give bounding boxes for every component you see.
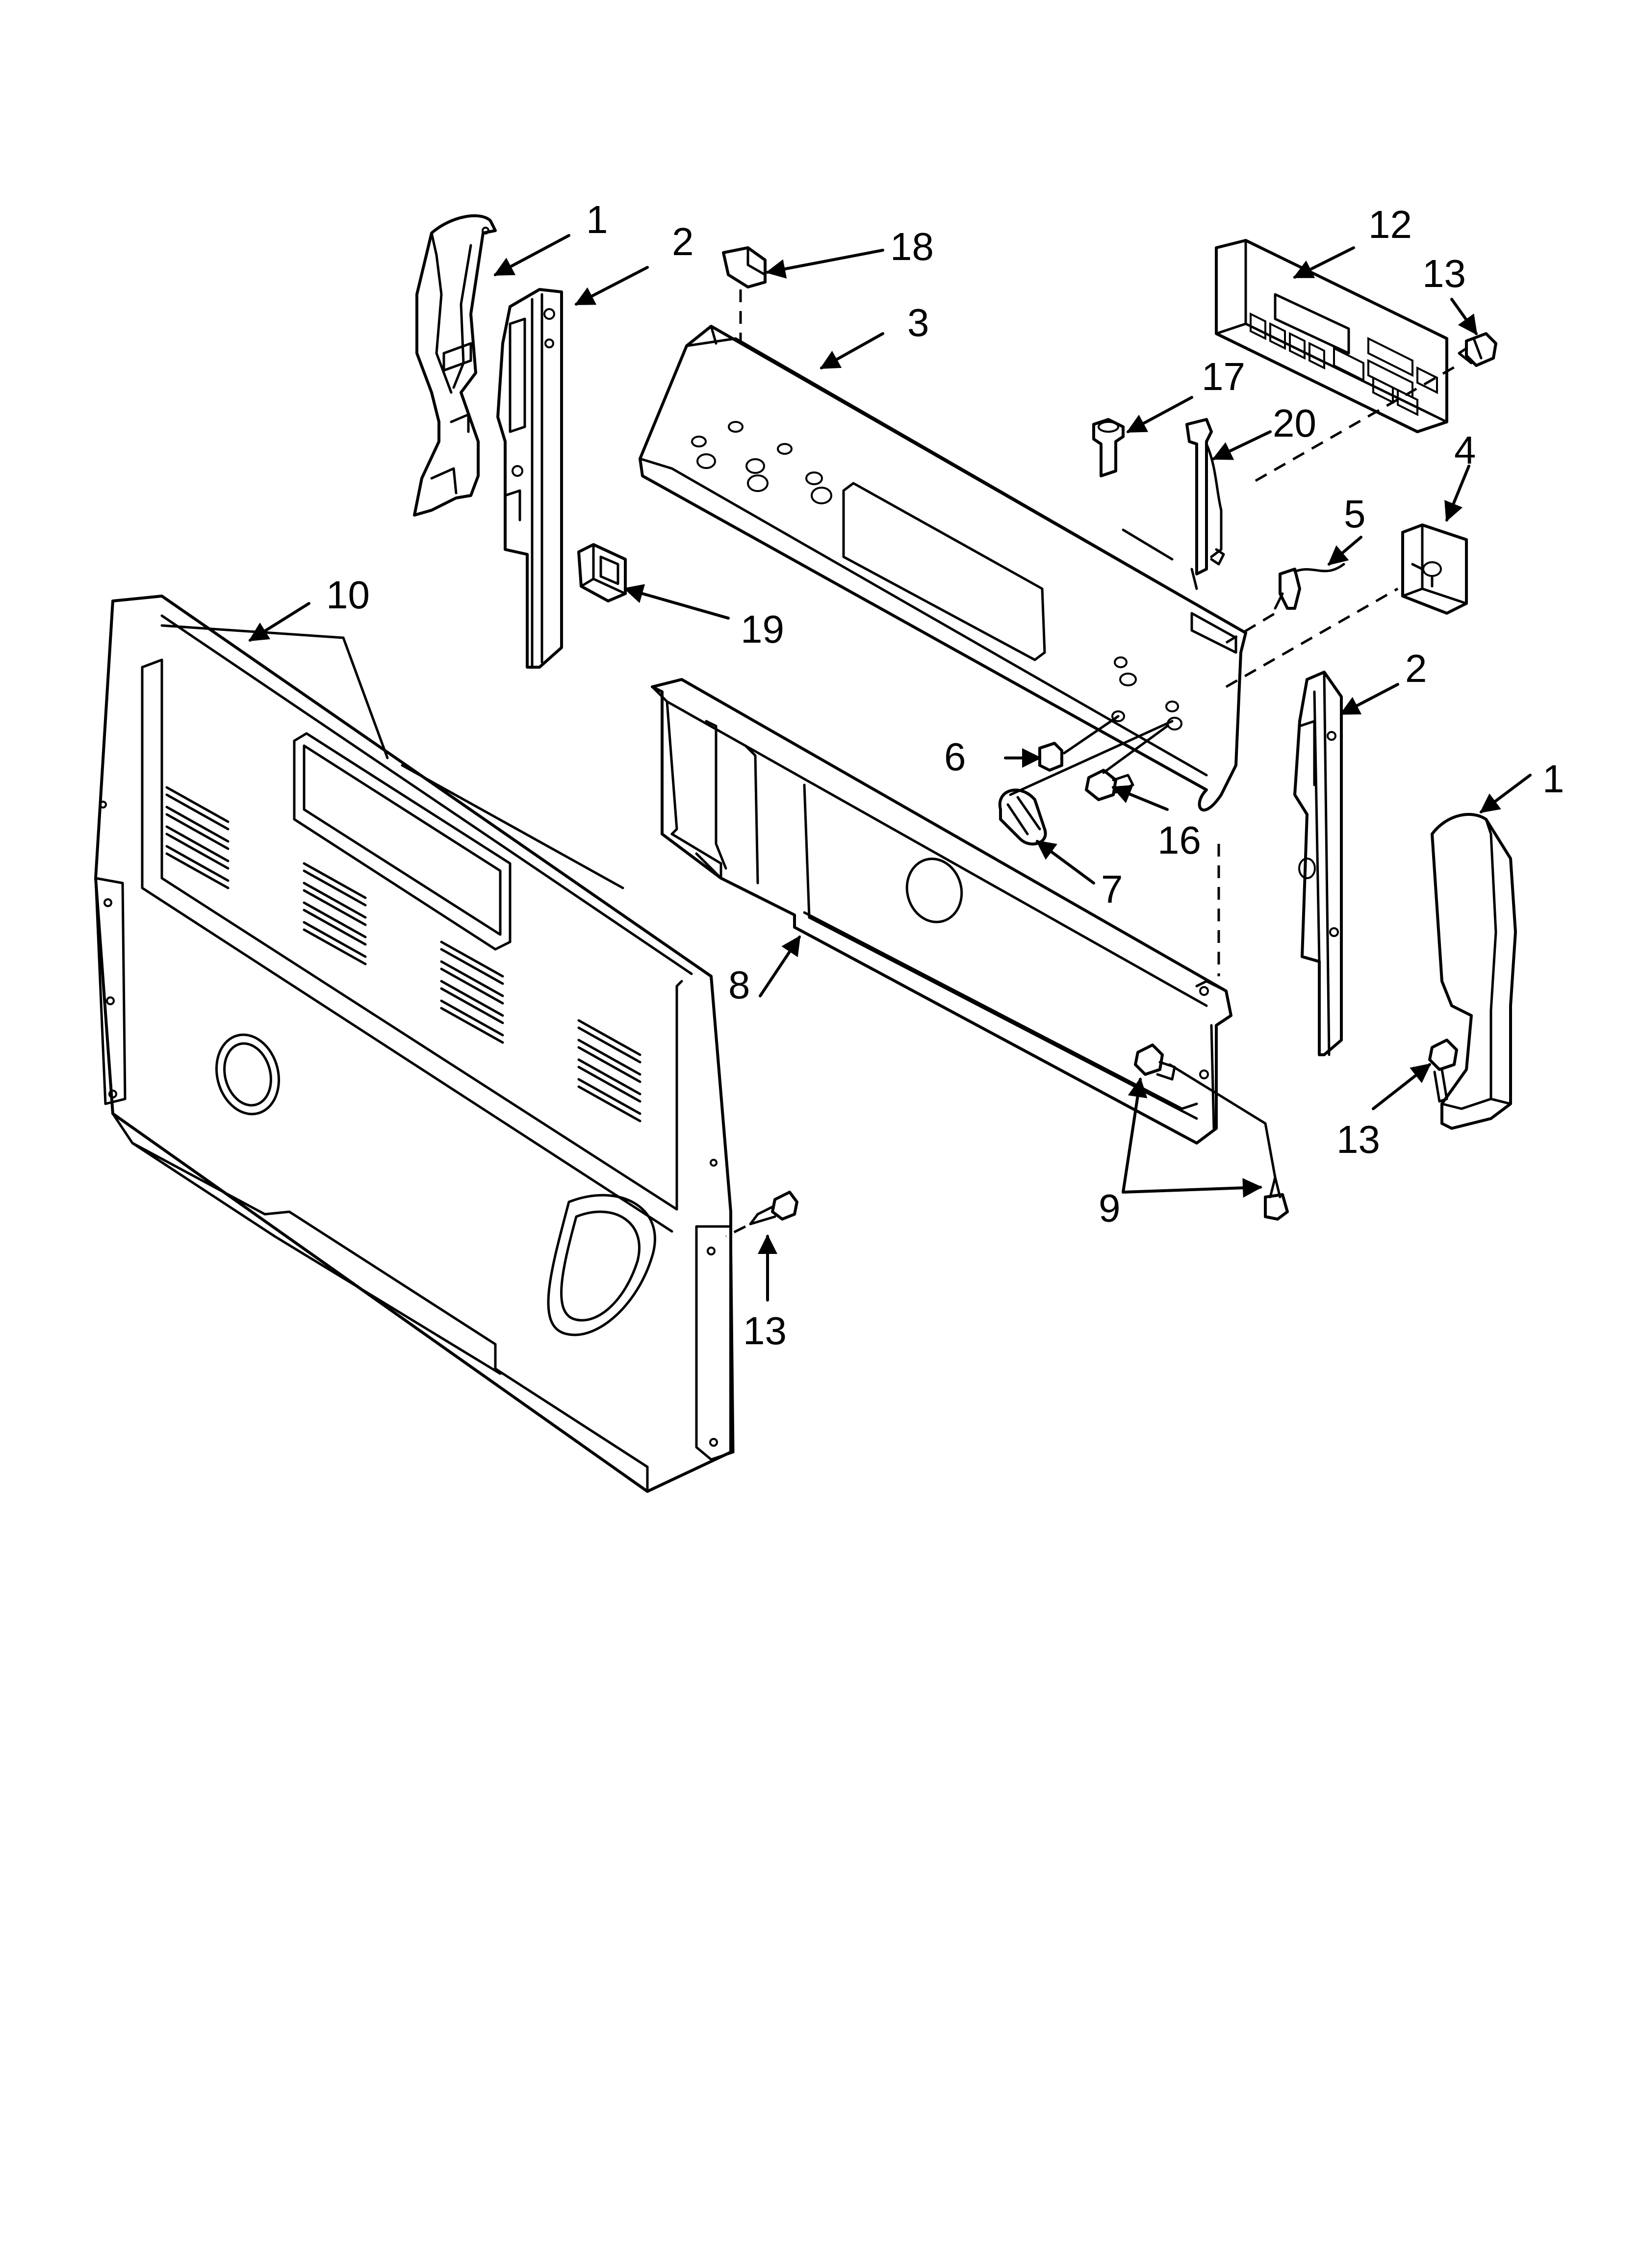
plug-part-6 — [1038, 742, 1063, 772]
screw-bottom-left-part-13 — [749, 1191, 798, 1225]
dashline-4-to-panel — [1225, 587, 1399, 688]
link-line-6 — [1063, 715, 1120, 755]
callout-7: 7 — [1101, 867, 1123, 911]
panel-holes — [691, 421, 1182, 730]
callout-5: 5 — [1344, 492, 1366, 536]
screw-part-16 — [1085, 769, 1134, 801]
knob-part-7 — [998, 788, 1047, 846]
link-line-9 — [1168, 1063, 1277, 1179]
screws-part-9 — [1134, 1043, 1289, 1221]
link-line-16 — [1102, 725, 1169, 774]
electronic-control-part-12 — [1215, 239, 1448, 433]
screw-top-right-part-13 — [1458, 332, 1497, 367]
switch-part-18 — [722, 246, 767, 288]
manifold-panel-part-8 — [651, 678, 1232, 1145]
louvers-center-right — [440, 940, 504, 1044]
end-cap-right-part-1 — [1431, 813, 1517, 1130]
control-panel-part-3 — [639, 325, 1247, 812]
infinite-switch-part-4 — [1401, 523, 1468, 615]
callout-16: 16 — [1157, 818, 1201, 862]
dashline-12-to-13 — [1255, 362, 1462, 482]
callout-17: 17 — [1202, 355, 1245, 398]
wire-switch-part-5 — [1274, 563, 1345, 610]
callout-1-left: 1 — [586, 198, 608, 241]
link-line-17-20 — [1122, 528, 1174, 561]
wire-harness-part-20 — [1185, 418, 1225, 590]
callout-19: 19 — [741, 607, 784, 651]
callout-1-right: 1 — [1542, 757, 1565, 801]
dashline-13-to-10 — [725, 1225, 746, 1238]
callout-8: 8 — [728, 963, 750, 1007]
callout-6: 6 — [944, 735, 966, 779]
end-cap-left-part-1 — [413, 214, 497, 517]
screw-right-part-13 — [1428, 1039, 1458, 1103]
lamp-socket-part-17 — [1092, 418, 1125, 477]
callout-13-right: 13 — [1336, 1118, 1380, 1161]
callout-12: 12 — [1368, 203, 1412, 246]
dashline-5-to-panel — [1225, 612, 1276, 644]
callout-13-top-right: 13 — [1422, 252, 1466, 295]
side-bracket-left-part-2 — [496, 288, 563, 669]
link-line-7 — [1009, 720, 1174, 796]
callout-4: 4 — [1454, 428, 1476, 472]
callout-9: 9 — [1099, 1186, 1121, 1230]
clip-part-19 — [577, 543, 627, 602]
callout-13-bottom-left: 13 — [743, 1309, 787, 1353]
callout-2-left: 2 — [672, 220, 694, 263]
callout-2-right: 2 — [1405, 647, 1427, 690]
callout-labels: 1 2 18 3 12 13 17 20 5 4 10 19 6 16 7 8 … — [326, 198, 1565, 1353]
louvers-right — [577, 1019, 641, 1122]
callout-20: 20 — [1273, 401, 1316, 445]
callout-10: 10 — [326, 573, 370, 617]
louvers-center-left — [303, 862, 367, 965]
rear-panel-part-10 — [94, 595, 735, 1493]
louvers-left — [165, 786, 230, 889]
side-bracket-right-part-2 — [1293, 671, 1343, 1056]
callout-18: 18 — [890, 225, 934, 268]
callout-3: 3 — [907, 301, 929, 344]
keypad — [1250, 312, 1438, 417]
leader-lines — [248, 234, 1532, 1302]
